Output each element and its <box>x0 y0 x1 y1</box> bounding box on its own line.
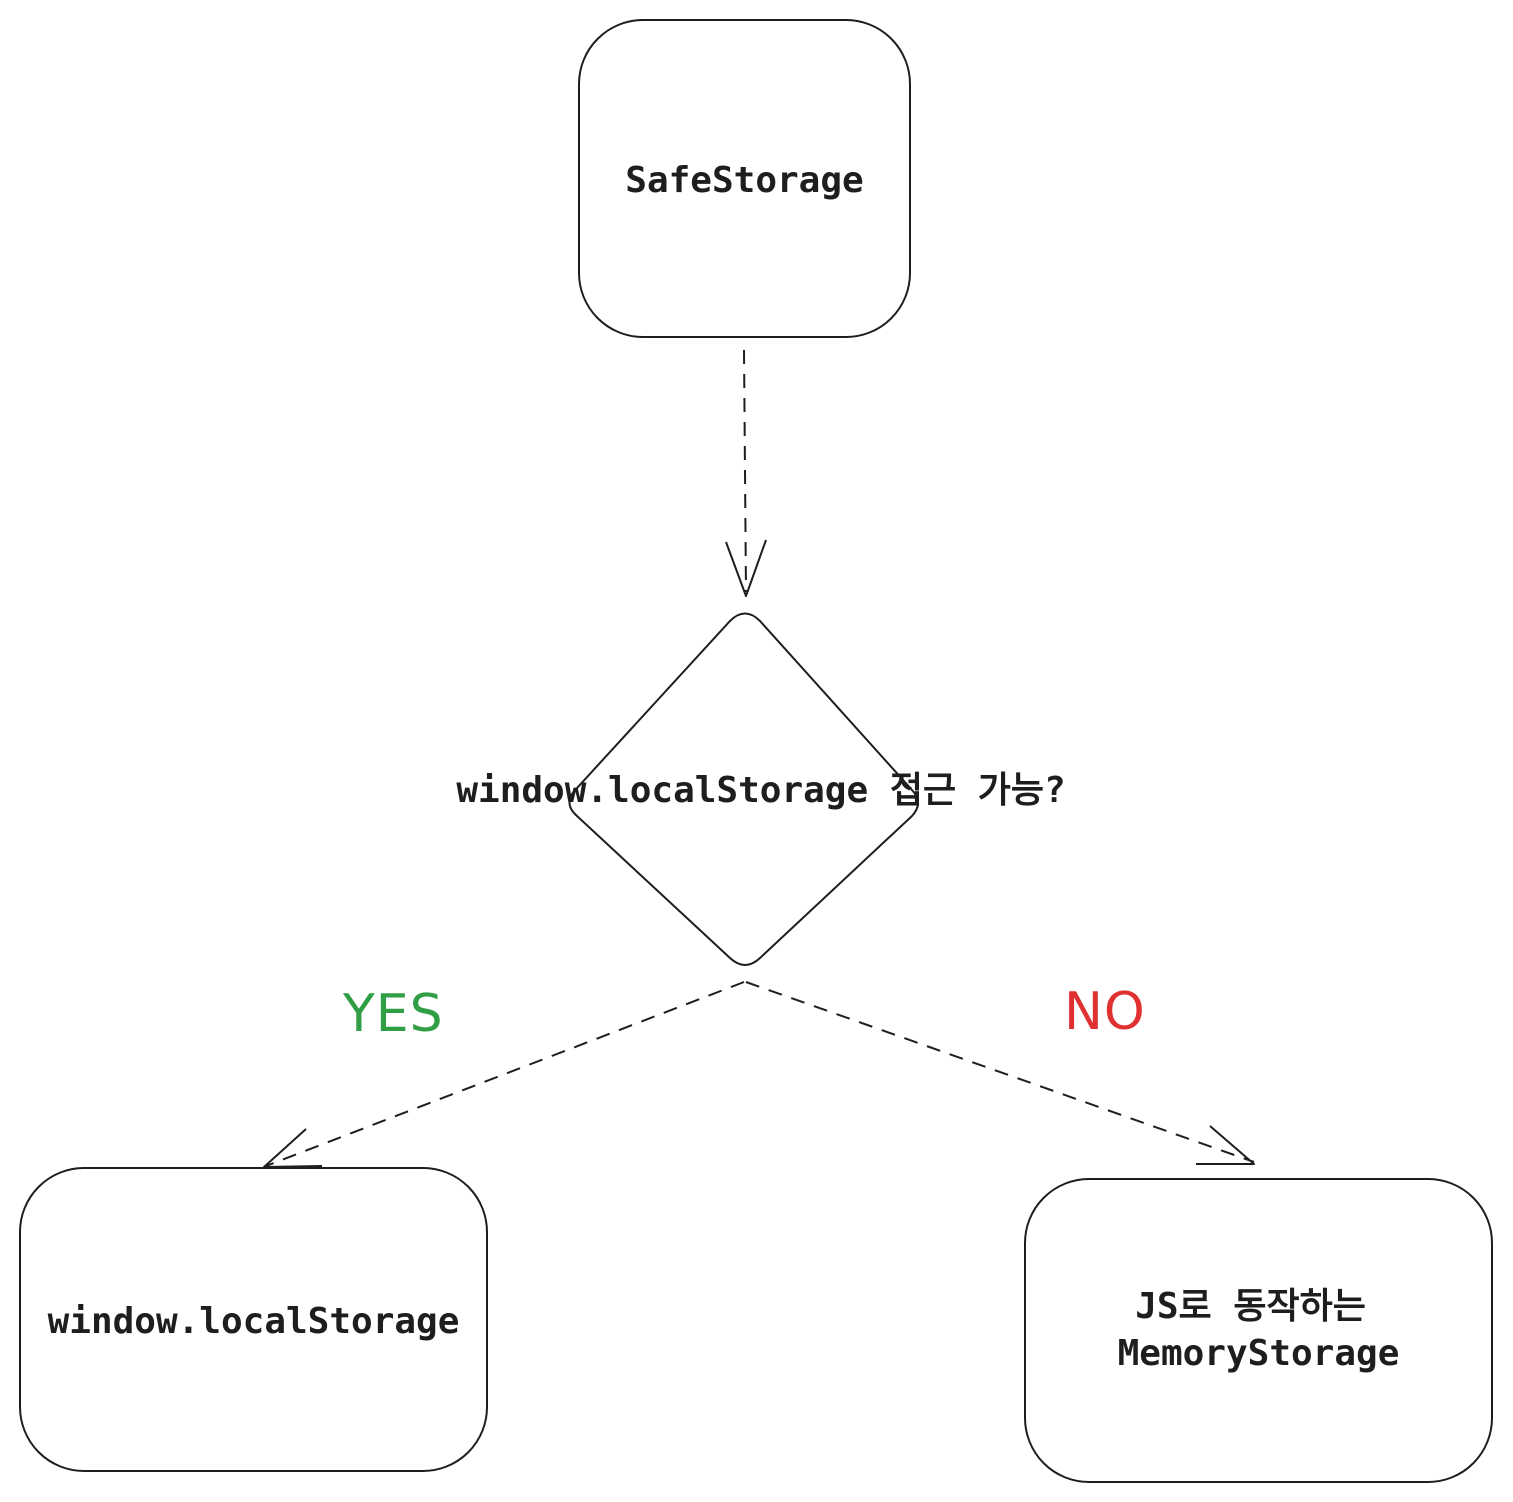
decision-node-diamond <box>568 612 919 966</box>
edge-no <box>745 981 1255 1163</box>
yes-target-node-label: window.localStorage <box>47 1301 460 1342</box>
edge-start-to-decision-arrowhead <box>725 539 767 597</box>
no-target-label-line2: MemoryStorage <box>1117 1332 1400 1374</box>
start-node-label: SafeStorage <box>625 160 864 201</box>
no-branch-label: NO <box>1064 982 1146 1042</box>
no-target-node-label: JS로 동작하는 MemoryStorage <box>1025 1284 1492 1378</box>
decision-node-label: window.localStorage 접근 가능? <box>456 770 1066 811</box>
edge-no-arrowhead <box>1196 1125 1255 1165</box>
no-target-node-box <box>1024 1178 1493 1483</box>
edge-start-to-decision <box>743 349 747 593</box>
yes-branch-label: YES <box>343 984 444 1044</box>
start-node-box <box>578 19 911 338</box>
yes-target-node-box <box>19 1167 488 1472</box>
edge-yes <box>265 981 745 1167</box>
no-target-label-line1: JS로 동작하는 <box>1135 1286 1366 1327</box>
